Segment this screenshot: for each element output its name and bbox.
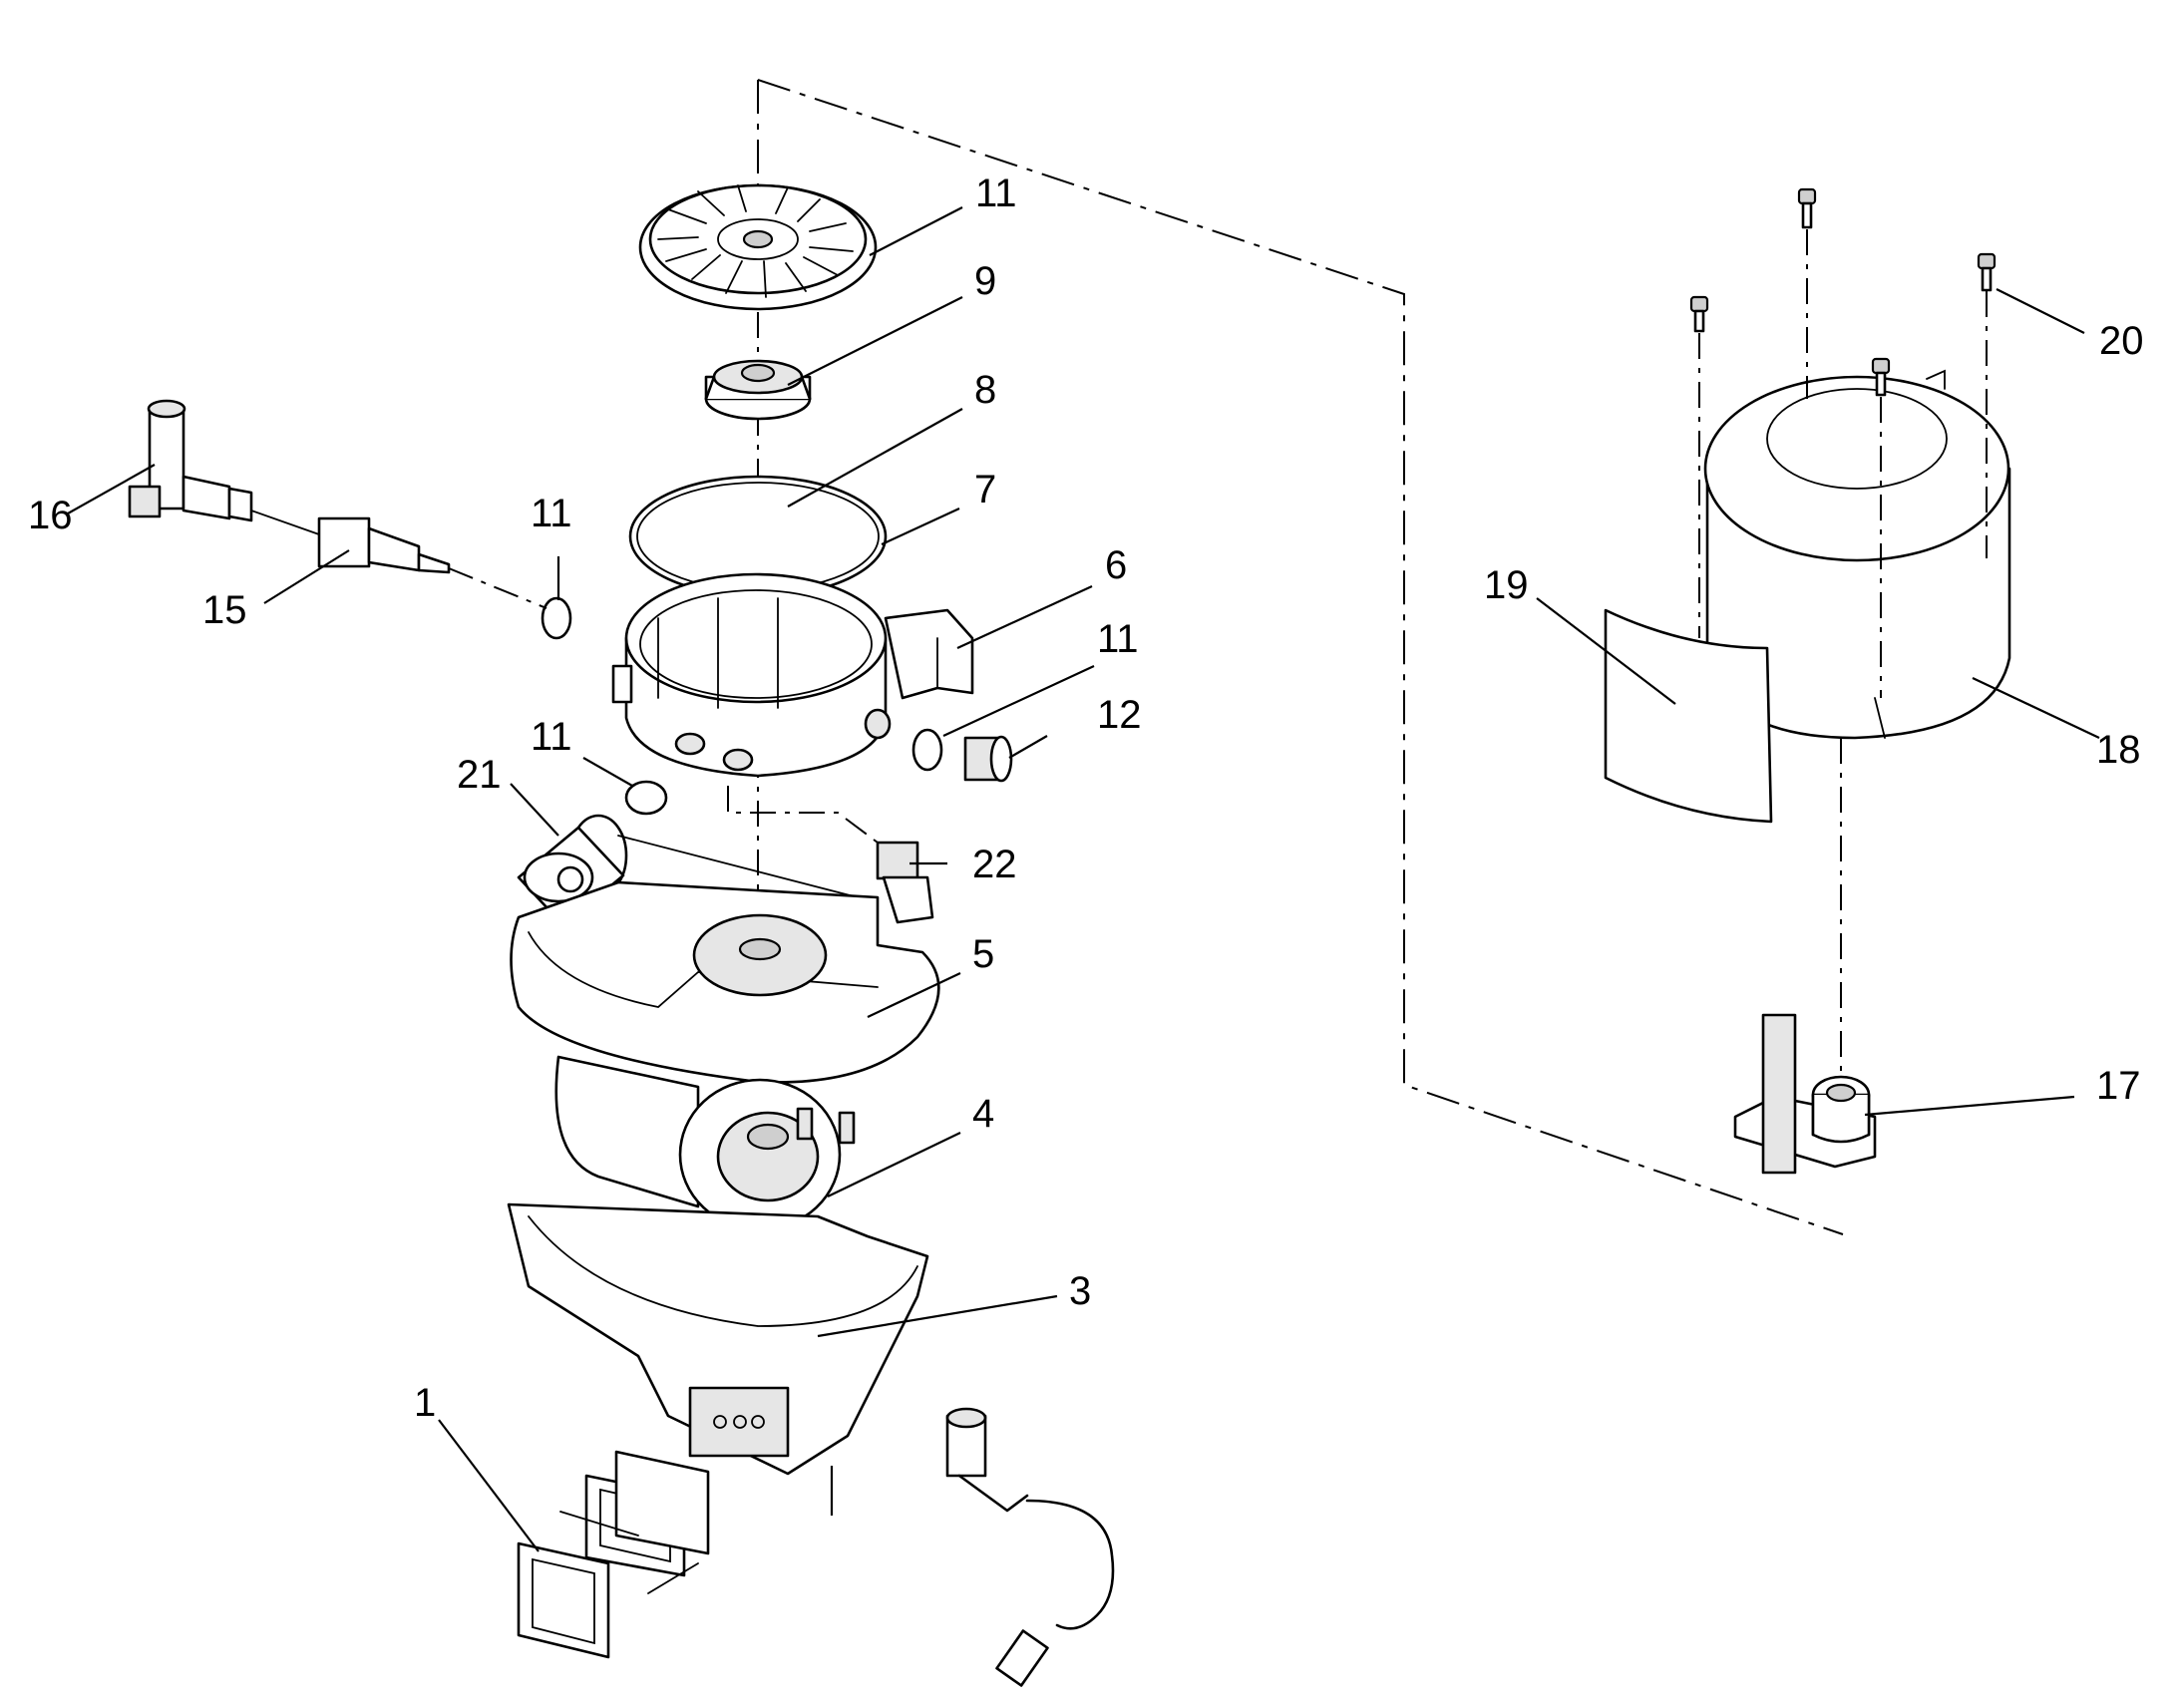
callout-10: 11 bbox=[975, 171, 1017, 215]
part-1-gasket-frames bbox=[517, 1450, 710, 1659]
callout-5: 5 bbox=[972, 932, 994, 976]
part-10-fan-wheel bbox=[638, 183, 878, 311]
callout-8: 8 bbox=[974, 368, 996, 412]
part-3-base-tray bbox=[507, 1202, 929, 1516]
callout-16: 16 bbox=[28, 494, 73, 537]
callout-labels: 11 9 8 7 6 11 11 12 11 21 22 5 4 3 1 15 … bbox=[28, 171, 2144, 1425]
part-12-plug bbox=[963, 735, 1013, 783]
callout-11-left: 11 bbox=[531, 715, 572, 759]
part-15-sensor bbox=[250, 510, 547, 609]
part-18-shroud-cover bbox=[1703, 369, 2011, 740]
callout-7: 7 bbox=[974, 468, 996, 512]
cable-connector bbox=[945, 1407, 1115, 1687]
part-5-cover bbox=[510, 880, 940, 1084]
part-20-screws bbox=[1689, 187, 1997, 698]
callout-22: 22 bbox=[972, 843, 1017, 886]
callout-17: 17 bbox=[2096, 1064, 2141, 1108]
part-4-motor bbox=[554, 1055, 856, 1247]
part-6-housing bbox=[611, 572, 974, 778]
part-19-flap bbox=[1604, 608, 1773, 824]
callout-12: 12 bbox=[1097, 693, 1142, 737]
callout-9: 9 bbox=[974, 259, 996, 303]
callout-11-top: 11 bbox=[531, 492, 572, 535]
callout-6: 6 bbox=[1105, 543, 1127, 587]
part-21-actuator bbox=[517, 814, 859, 927]
callout-18: 18 bbox=[2096, 728, 2141, 772]
callout-1: 1 bbox=[414, 1381, 436, 1425]
callout-21: 21 bbox=[457, 753, 502, 797]
callout-3: 3 bbox=[1069, 1269, 1091, 1313]
assembly-boundary-line bbox=[757, 79, 1844, 1235]
callout-4: 4 bbox=[972, 1092, 994, 1136]
part-16-tee-fitting bbox=[128, 399, 253, 522]
part-22-fitting bbox=[727, 786, 934, 924]
leader-lines bbox=[67, 206, 2100, 1552]
part-17-bracket bbox=[1733, 738, 1877, 1175]
callout-20: 20 bbox=[2099, 319, 2144, 363]
callout-19: 19 bbox=[1484, 563, 1529, 607]
callout-11-right: 11 bbox=[1097, 617, 1139, 661]
callout-15: 15 bbox=[202, 588, 247, 632]
part-9-hub bbox=[704, 359, 812, 421]
part-11-retaining-rings bbox=[541, 596, 943, 816]
